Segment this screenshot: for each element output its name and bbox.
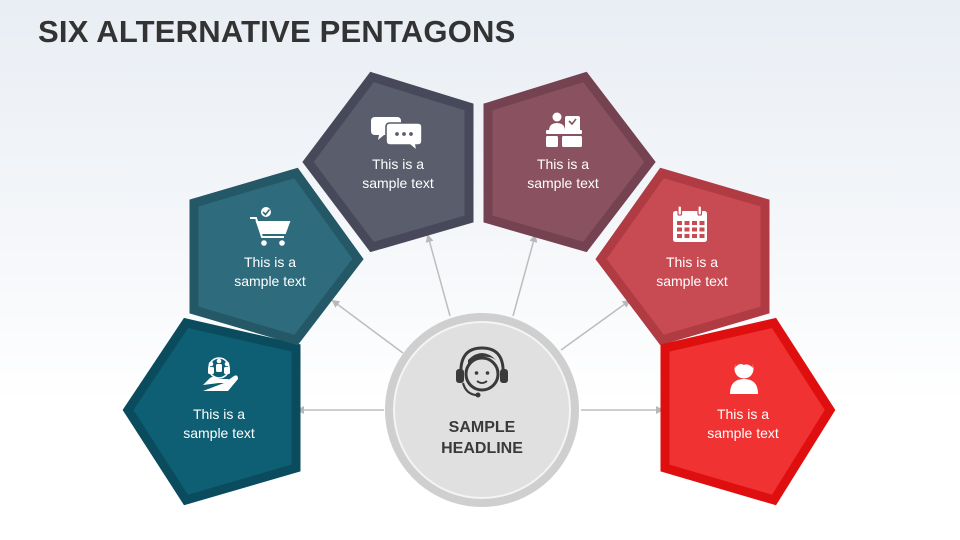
pentagon-4-label-line2: sample text [527,175,599,191]
center-hub[interactable]: SAMPLE HEADLINE [385,313,579,507]
pentagon-6-shape [660,317,836,506]
chat-bubbles-icon [371,117,423,154]
pentagon-1-label-line2: sample text [183,425,255,441]
calendar-icon [673,205,707,242]
connector-arrow-2 [331,299,404,354]
pentagon-5-label-line2: sample text [656,273,728,289]
pentagon-1-shape [122,317,301,506]
headset-agent-icon [456,346,508,398]
pentagon-2-label-line1: This is a [244,254,296,270]
hub-headline-line2: HEADLINE [441,440,523,457]
pentagon-2-label-line2: sample text [234,273,306,289]
user-icon [730,358,758,394]
pentagon-3[interactable]: This is a sample text [302,71,474,253]
pentagon-1[interactable]: This is a sample text [122,317,301,506]
meeting-people-icon [546,112,582,147]
connector-arrows [296,234,664,414]
shopping-cart-icon [250,207,291,246]
pentagon-4[interactable]: This is a sample text [483,71,656,253]
pentagon-1-label-line1: This is a [193,406,245,422]
hub-inner-circle [393,321,571,499]
people-in-hand-icon [203,357,238,391]
connector-arrow-4 [512,234,538,317]
pentagon-5-label-line1: This is a [666,254,718,270]
pentagon-6[interactable]: This is a sample text [660,317,836,506]
pentagon-5[interactable]: This is a sample text [595,167,770,346]
pentagon-2-shape [189,167,364,346]
connector-arrow-3 [425,234,451,317]
pentagon-6-label-line1: This is a [717,406,769,422]
pentagon-6-label-line2: sample text [707,425,779,441]
pentagon-2[interactable]: This is a sample text [189,167,364,346]
slide-title: SIX ALTERNATIVE PENTAGONS [38,14,516,49]
pentagon-3-label-line1: This is a [372,156,424,172]
pentagon-5-shape [595,167,770,346]
hub-headline-line1: SAMPLE [449,419,516,436]
connector-arrow-5 [560,299,631,351]
pentagon-3-label-line2: sample text [362,175,434,191]
pentagon-4-shape [483,71,656,253]
pentagon-3-shape [302,71,474,253]
pentagon-4-label-line1: This is a [537,156,589,172]
